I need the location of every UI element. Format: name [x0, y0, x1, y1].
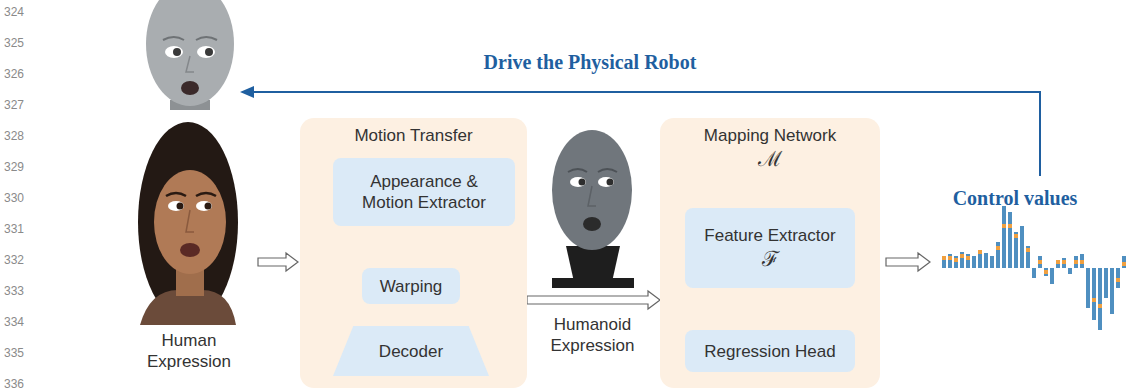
line-number: 333 [4, 284, 38, 299]
line-number: 329 [4, 160, 38, 175]
output-label: Control values [935, 186, 1095, 211]
line-number: 324 [4, 5, 38, 20]
feedback-label: Drive the Physical Robot [460, 50, 720, 75]
module-panel: Mapping Networkℳ Feature Extractorℱ Regres… [660, 118, 880, 388]
block-label: Appearance & Motion Extractor [354, 171, 494, 213]
humanoid-head [552, 130, 634, 288]
line-number: 336 [4, 377, 38, 391]
process-box: Appearance & Motion Extractor [333, 158, 515, 226]
image-caption: Human Expression [143, 330, 235, 372]
module-title: Mapping Network [704, 125, 836, 146]
line-number: 335 [4, 346, 38, 361]
image-caption: Humanoid Expression [545, 314, 640, 356]
math-symbol: ℱ [762, 246, 779, 272]
module-panel: Motion TransferAppearance & Motion Extra… [300, 118, 527, 388]
robot-head [146, 0, 234, 110]
line-number: 327 [4, 98, 38, 113]
input-arrow [258, 253, 298, 271]
feedback-arrowhead [240, 86, 254, 98]
process-box: Regression Head [685, 330, 855, 372]
line-number: 330 [4, 191, 38, 206]
control-bars [944, 206, 1124, 330]
line-number: 332 [4, 253, 38, 268]
line-number: 334 [4, 315, 38, 330]
line-number: 328 [4, 129, 38, 144]
process-box: Feature Extractorℱ [685, 208, 855, 288]
block-label: Warping [380, 276, 443, 297]
flow-arrow [527, 291, 660, 309]
output-arrow [886, 253, 930, 271]
line-number: 331 [4, 222, 38, 237]
line-number: 326 [4, 67, 38, 82]
block-label: Regression Head [704, 341, 835, 362]
line-number: 325 [4, 36, 38, 51]
math-symbol: ℳ [758, 146, 782, 172]
module-title: Motion Transfer [354, 125, 472, 146]
block-label: Feature Extractor [704, 225, 835, 246]
decoder-block: Decoder [333, 326, 489, 376]
block-label: Decoder [379, 341, 443, 362]
process-box: Warping [362, 268, 460, 304]
human-face [138, 122, 238, 325]
